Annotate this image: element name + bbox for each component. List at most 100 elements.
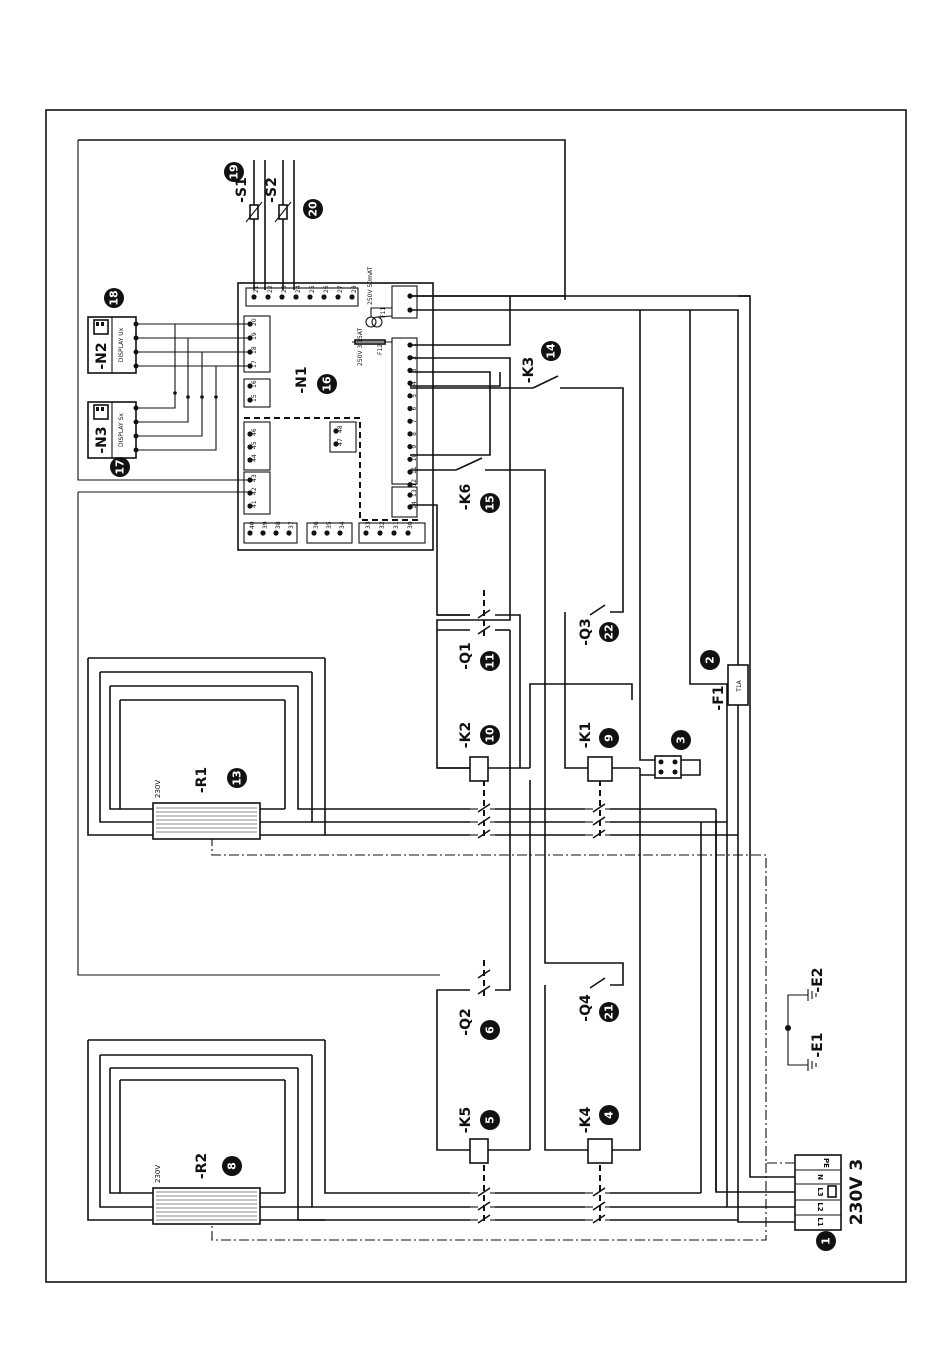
- k5-coil: [469, 1138, 489, 1164]
- svg-text:13: 13: [411, 489, 418, 497]
- svg-text:5: 5: [411, 394, 418, 398]
- svg-text:4: 4: [411, 381, 418, 385]
- marker-21: 21: [599, 1002, 619, 1022]
- k3-label: -K3: [521, 357, 537, 383]
- s2-label: -S2: [264, 177, 280, 203]
- marker-8: 8: [222, 1156, 242, 1176]
- n1-terminal-8: 8: [407, 431, 418, 437]
- marker-16: 16: [317, 374, 337, 394]
- marker-18: 18: [104, 288, 124, 308]
- s1-label: -S1: [234, 177, 250, 203]
- n1-terminal-26: 26: [321, 285, 330, 300]
- n1-terminal-20: 20: [247, 318, 258, 327]
- display-wiring: [77, 140, 440, 976]
- svg-text:10: 10: [411, 453, 418, 461]
- svg-text:9: 9: [603, 734, 616, 742]
- n2-display-text: DISPLAY Ux: [118, 327, 125, 362]
- svg-text:19: 19: [251, 332, 258, 340]
- n1-terminal-43: 43: [247, 474, 258, 483]
- marker-3: 3: [671, 730, 691, 750]
- n1-terminal-5: 5: [407, 393, 418, 399]
- svg-text:7: 7: [411, 419, 418, 423]
- n1-terminal-24: 24: [293, 285, 302, 300]
- q4-contact: [589, 977, 606, 989]
- n1-terminal-32: 32: [377, 521, 386, 536]
- svg-text:20: 20: [307, 201, 320, 217]
- n1-terminal-36: 36: [311, 521, 320, 536]
- sensor-s1: [245, 160, 266, 290]
- f1-label: -F1: [711, 685, 727, 710]
- marker-13: 13: [227, 768, 247, 788]
- n1-terminal-25: 25: [307, 285, 316, 300]
- terminal-pe: PE: [822, 1158, 830, 1168]
- n1-label: -N1: [294, 366, 310, 393]
- svg-text:16: 16: [251, 380, 258, 388]
- k1-coil: [587, 756, 613, 782]
- svg-text:12: 12: [411, 479, 418, 487]
- n1-terminal-42: 42: [247, 487, 258, 496]
- k3-contact: [532, 375, 559, 389]
- control-board-n1: [237, 282, 434, 551]
- n1-terminal-12: 12: [407, 479, 418, 488]
- n1-terminal-33: 33: [363, 521, 372, 536]
- svg-text:22: 22: [267, 285, 274, 293]
- q1-label: -Q1: [458, 642, 474, 669]
- q2-label: -Q2: [458, 1008, 474, 1035]
- e2-label: -E2: [810, 967, 826, 992]
- svg-text:4: 4: [603, 1111, 616, 1119]
- k4-power-contacts: [585, 1165, 610, 1225]
- n1-terminal-16: 16: [247, 380, 258, 389]
- svg-text:24: 24: [295, 285, 302, 293]
- e1-label: -E1: [810, 1032, 826, 1057]
- terminal-l3: L3: [816, 1187, 824, 1196]
- f12-label: F12: [377, 344, 384, 355]
- n1-terminal-47: 47: [333, 438, 344, 447]
- svg-text:40: 40: [249, 521, 256, 529]
- k2-power-contacts: [470, 780, 495, 840]
- k1-power-contacts: [585, 780, 610, 840]
- earth-e1-e2: [784, 989, 817, 1071]
- r1-voltage: 230V: [154, 780, 162, 798]
- marker-11: 11: [480, 651, 500, 671]
- svg-text:6: 6: [411, 407, 418, 411]
- display-n3: DISPLAY Sx: [87, 401, 137, 459]
- n1-mains-terminal-2: [407, 307, 413, 313]
- r1-label: -R1: [194, 767, 210, 793]
- marker-9: 9: [599, 728, 619, 748]
- svg-text:36: 36: [313, 521, 320, 529]
- marker-15: 15: [480, 493, 500, 513]
- n1-terminal-45: 45: [247, 441, 258, 450]
- k4-label: -K4: [578, 1107, 594, 1134]
- n1-terminal-6: 6: [407, 405, 418, 412]
- n1-terminal-34: 34: [337, 521, 346, 536]
- n1-terminal-21: 21: [251, 285, 260, 300]
- svg-text:14: 14: [545, 343, 558, 359]
- marker-20: 20: [303, 199, 323, 219]
- marker-6: 6: [480, 1020, 500, 1040]
- marker-10: 10: [480, 725, 500, 745]
- svg-text:18: 18: [108, 290, 121, 305]
- svg-text:33: 33: [365, 521, 372, 529]
- f11-label: F11: [380, 307, 387, 318]
- display-n2: DISPLAY Ux: [87, 316, 137, 374]
- control-wiring: [78, 139, 750, 1151]
- svg-text:15: 15: [484, 495, 497, 510]
- svg-text:18: 18: [251, 346, 258, 354]
- n1-terminal-31: 31: [391, 521, 400, 536]
- n1-terminal-44: 44: [247, 454, 258, 463]
- n1-terminal-17: 17: [247, 360, 258, 369]
- svg-text:48: 48: [337, 425, 344, 433]
- n1-terminal-37: 37: [286, 521, 295, 536]
- n1-terminal-18: 18: [247, 346, 258, 355]
- svg-text:46: 46: [251, 428, 258, 436]
- n1-terminal-41: 41: [247, 500, 258, 509]
- svg-text:8: 8: [226, 1162, 239, 1170]
- terminal-n: N: [816, 1174, 824, 1180]
- svg-text:38: 38: [275, 521, 282, 529]
- n1-terminal-4: 4: [407, 380, 418, 386]
- svg-text:32: 32: [379, 521, 386, 529]
- heater-r2: 230V: [152, 1165, 261, 1225]
- f11-rating: 250V 50mAT: [367, 266, 374, 305]
